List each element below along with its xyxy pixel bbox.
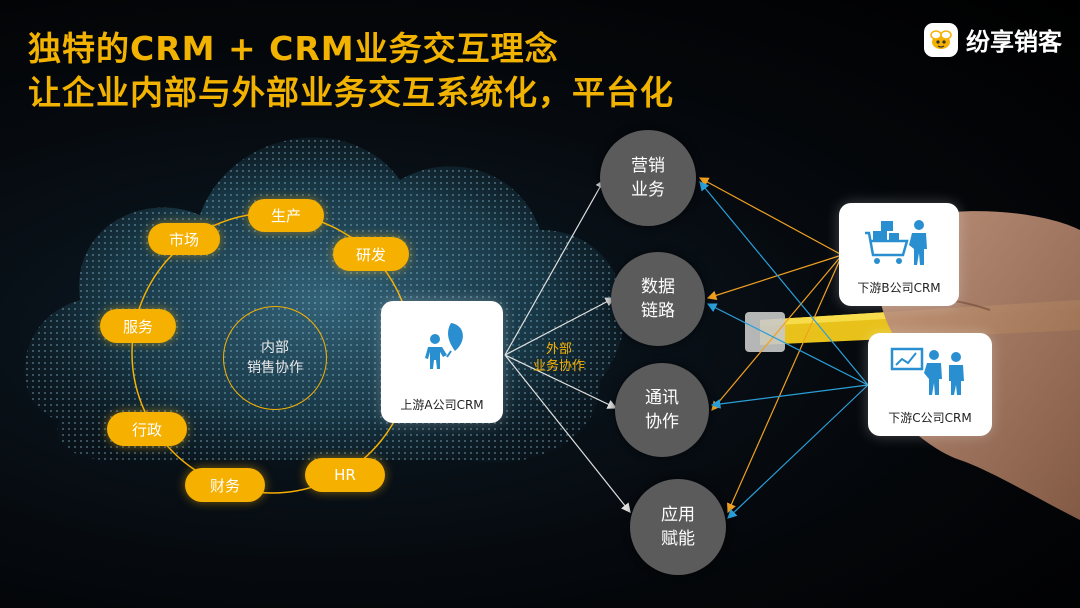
upstream-crm-label: 上游A公司CRM <box>400 398 484 412</box>
department-market: 市场 <box>148 223 220 255</box>
brand-name: 纷享销客 <box>966 28 1062 56</box>
department-finance: 财务 <box>185 468 265 502</box>
inner-circle-line1: 内部 <box>261 340 289 356</box>
downstream-b-links <box>698 177 843 514</box>
department-production: 生产 <box>248 199 324 232</box>
brand: 纷享销客 <box>924 22 1062 57</box>
external-collaboration-label: 外部 业务协作 <box>533 341 585 375</box>
service-node-enablement: 应用 赋能 <box>630 479 726 575</box>
person-with-leaf-icon <box>425 323 463 369</box>
internal-sales-collaboration: 内部 销售协作 <box>223 306 327 410</box>
downstream-c-crm-label: 下游C公司CRM <box>888 411 972 425</box>
service-node-communication: 通讯 协作 <box>615 363 709 457</box>
service-node-line2: 业务 <box>631 180 665 200</box>
service-node-line2: 协作 <box>645 412 679 432</box>
department-rnd: 研发 <box>333 237 409 271</box>
department-admin: 行政 <box>107 412 187 446</box>
slide-title-line1: 独特的CRM + CRM业务交互理念 <box>28 29 559 68</box>
upstream-links <box>504 178 631 513</box>
service-node-line1: 通讯 <box>645 388 679 408</box>
edge-label-line2: 业务协作 <box>533 359 586 374</box>
bee-logo-icon <box>924 22 958 57</box>
service-node-data-link: 数据 链路 <box>611 252 705 346</box>
service-node-marketing: 营销 业务 <box>600 130 696 226</box>
downstream-c-links <box>699 181 869 519</box>
slide-title-line2: 让企业内部与外部业务交互系统化，平台化 <box>28 73 674 112</box>
person-with-cart-icon <box>865 220 927 265</box>
presentation-people-icon <box>890 347 964 395</box>
inner-circle-line2: 销售协作 <box>247 360 303 376</box>
downstream-b-crm-label: 下游B公司CRM <box>857 281 941 295</box>
department-service: 服务 <box>100 309 176 343</box>
service-node-line2: 赋能 <box>661 529 695 549</box>
downstream-c-crm-card: 下游C公司CRM <box>868 333 992 436</box>
upstream-crm-card: 上游A公司CRM <box>381 301 503 423</box>
service-node-line1: 营销 <box>631 156 665 176</box>
downstream-b-crm-card: 下游B公司CRM <box>839 203 959 306</box>
department-hr: HR <box>305 458 385 492</box>
edge-label-line1: 外部 <box>546 342 573 357</box>
service-node-line1: 应用 <box>661 505 695 525</box>
service-node-line2: 链路 <box>641 301 675 321</box>
service-node-line1: 数据 <box>641 277 675 297</box>
